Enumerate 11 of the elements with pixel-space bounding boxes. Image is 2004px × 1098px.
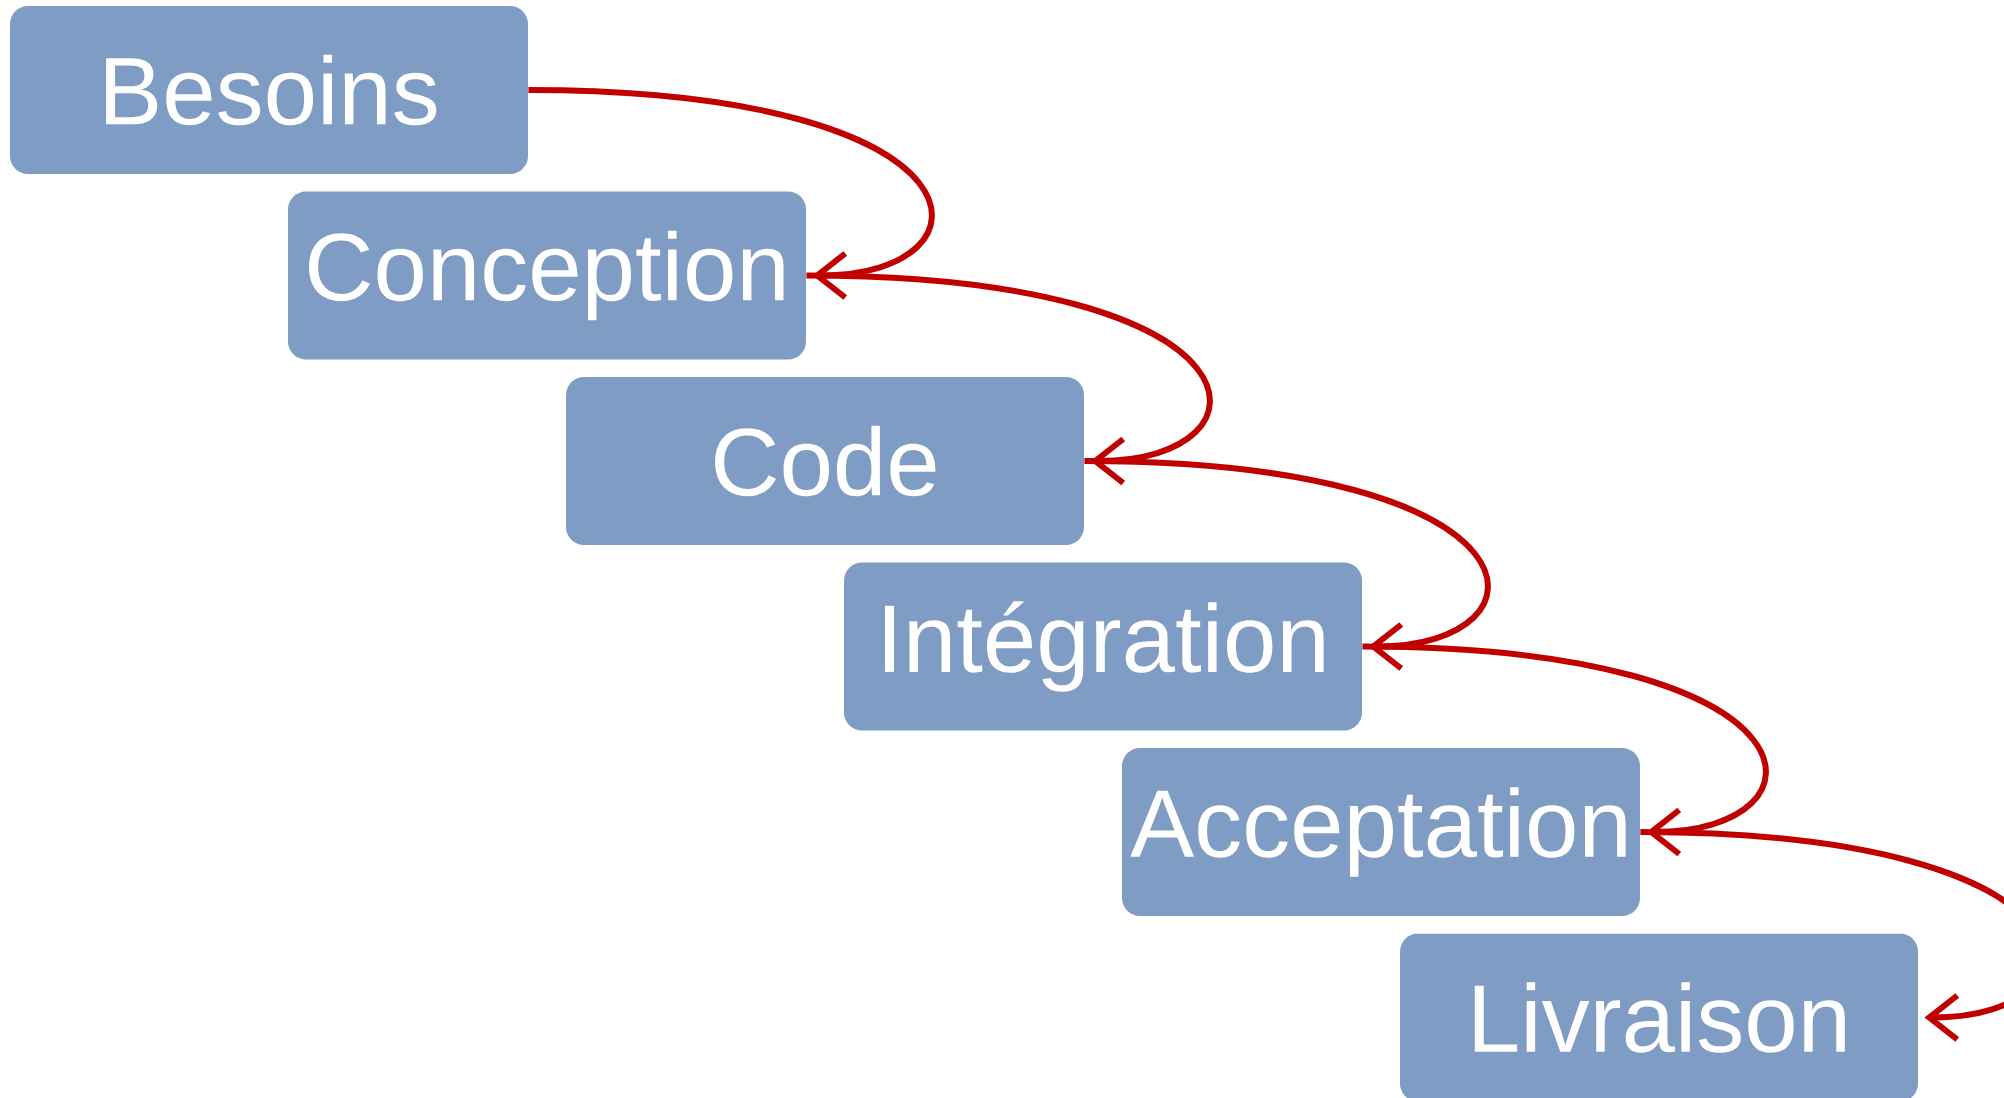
process-box: Intégration [844,562,1362,731]
curved-arrow [1084,458,1490,671]
process-box: Besoins [10,6,528,174]
curved-arrow [806,272,1212,486]
curved-arrow [1640,829,2004,1042]
process-box: Code [566,377,1084,545]
curved-arrow [528,87,934,300]
process-box: Conception [288,191,806,360]
curved-arrow [1362,643,1768,857]
process-box: Livraison [1400,933,1918,1098]
process-box: Acceptation [1122,748,1640,916]
